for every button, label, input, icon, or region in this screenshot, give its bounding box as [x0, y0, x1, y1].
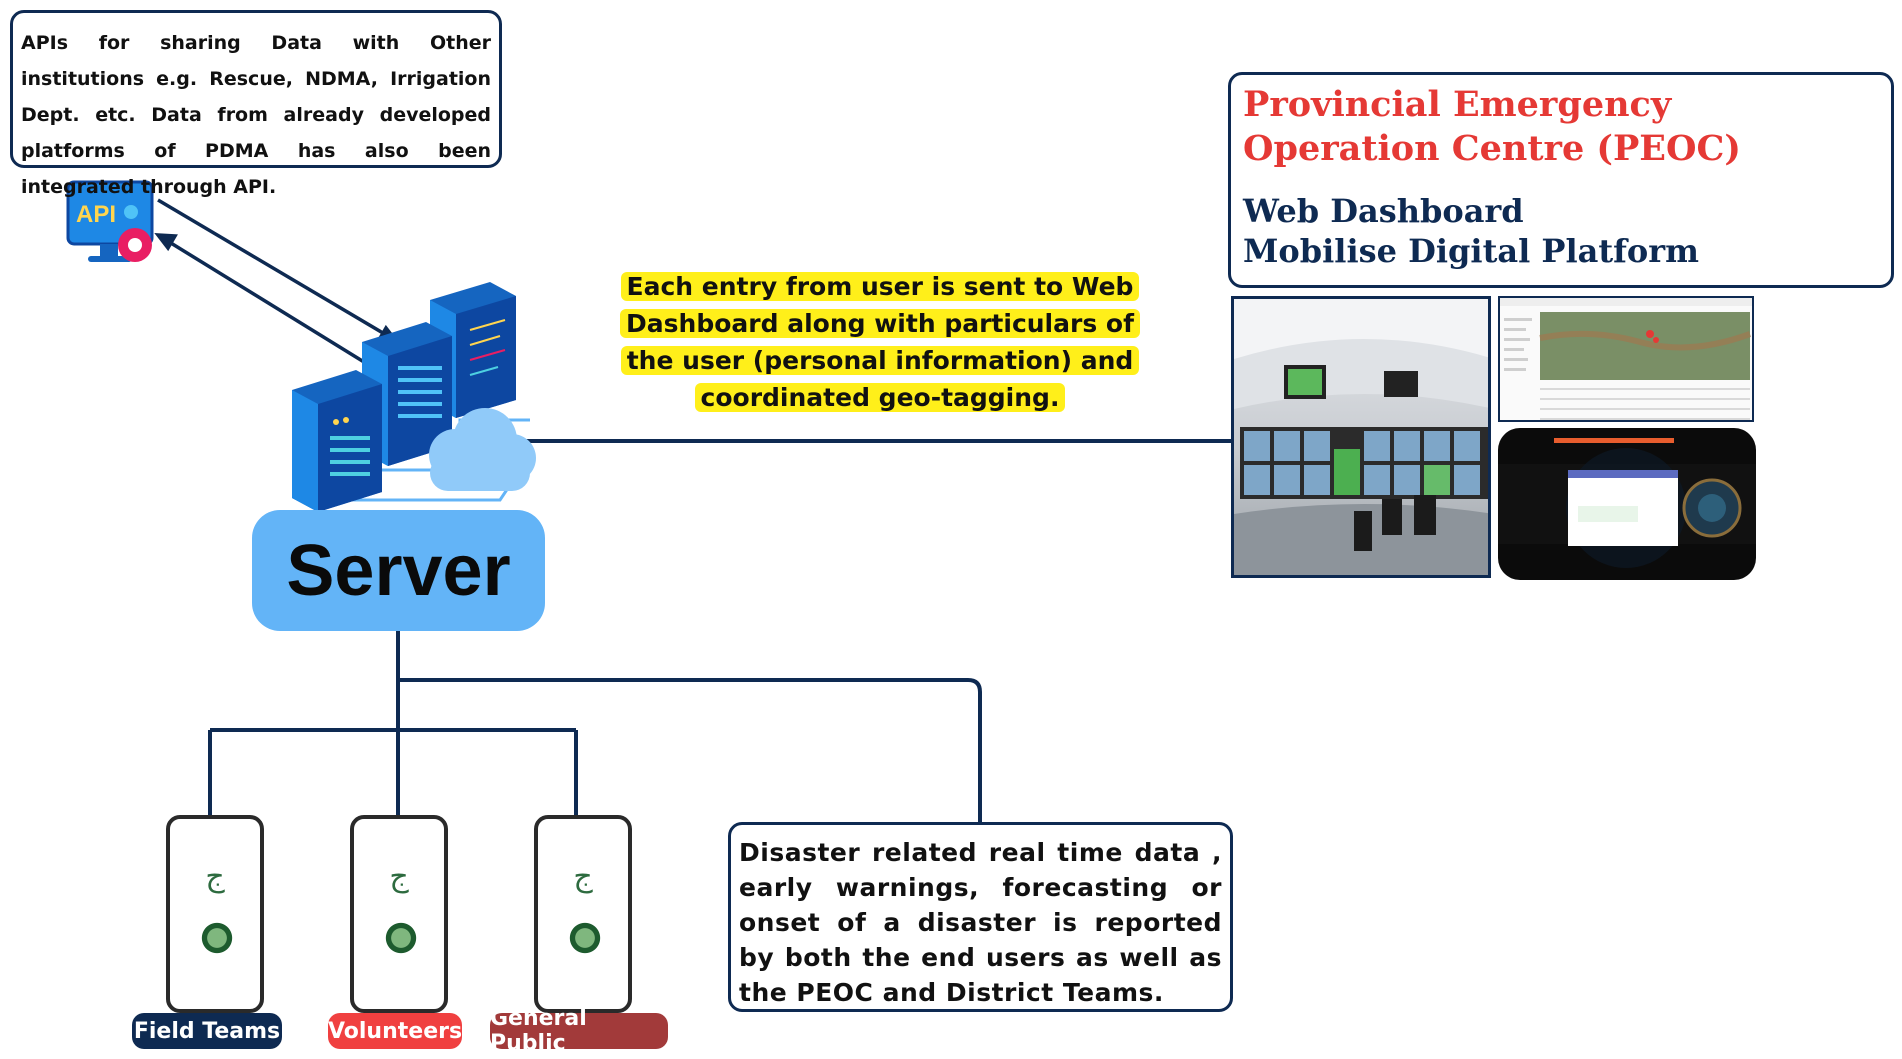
api-icon-label: API — [76, 201, 116, 228]
server-user-lines — [208, 631, 982, 822]
mobilise-platform-label: Mobilise Digital Platform — [1243, 232, 1699, 270]
app-logo-icon: ج — [205, 859, 225, 894]
field-teams-phone: ج — [166, 815, 264, 1013]
api-arrows — [154, 198, 400, 364]
server-racks-illustration — [292, 282, 536, 512]
dashboard-data-note: Each entry from user is sent to Web Dash… — [610, 268, 1150, 416]
server-label: Server — [252, 510, 545, 631]
disaster-data-text: Disaster related real time data , early … — [739, 838, 1222, 1007]
dashboard-data-note-text: Each entry from user is sent to Web Dash… — [620, 272, 1140, 412]
general-public-phone: ج — [534, 815, 632, 1013]
pdma-emblem-icon — [200, 921, 234, 955]
control-room-image — [1231, 296, 1491, 578]
peoc-title: Provincial Emergency Operation Centre (P… — [1243, 84, 1741, 169]
dark-dashboard-illustration — [1498, 438, 1756, 568]
field-teams-label: Field Teams — [132, 1013, 282, 1049]
general-public-label: General Public — [490, 1006, 668, 1056]
web-dashboard-map-screenshot — [1498, 296, 1754, 422]
api-info-box: APIs for sharing Data with Other institu… — [10, 10, 502, 198]
pdma-emblem-icon — [568, 921, 602, 955]
control-room-illustration — [1234, 299, 1488, 575]
volunteers-phone: ج — [350, 815, 448, 1013]
map-dashboard-illustration — [1500, 298, 1752, 420]
peoc-subtitle: Web Dashboard Mobilise Digital Platform — [1243, 191, 1879, 271]
web-dashboard-label: Web Dashboard — [1243, 192, 1524, 230]
app-logo-icon: ج — [573, 859, 593, 894]
app-logo-icon: ج — [389, 859, 409, 894]
api-monitor-icon: API — [66, 180, 154, 262]
volunteers-label: Volunteers — [328, 1013, 462, 1049]
peoc-box: Provincial Emergency Operation Centre (P… — [1228, 72, 1894, 288]
mobilise-platform-screenshot — [1498, 428, 1756, 580]
pdma-emblem-icon — [384, 921, 418, 955]
api-info-text: APIs for sharing Data with Other institu… — [21, 32, 491, 198]
disaster-data-box: Disaster related real time data , early … — [728, 822, 1233, 1012]
